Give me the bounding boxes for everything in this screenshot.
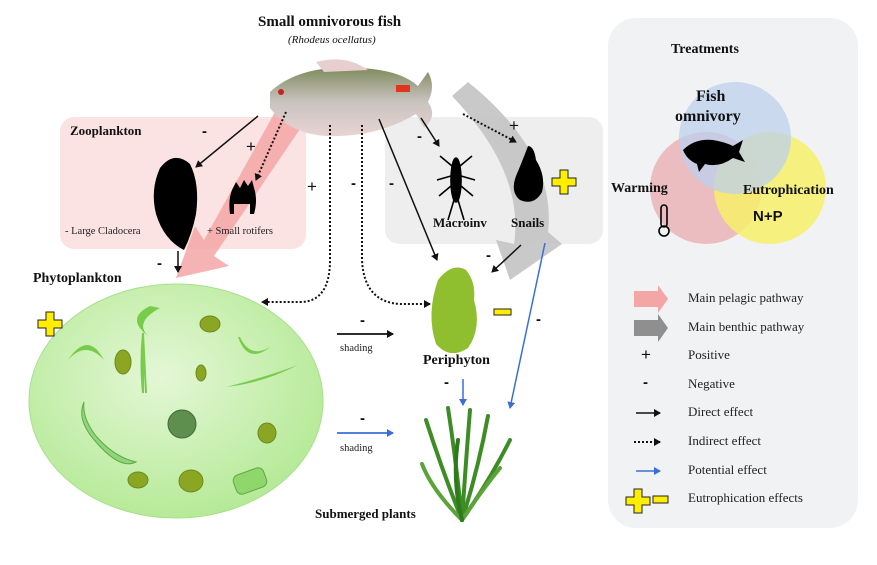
treatments-title: Treatments [671,42,739,57]
snail-icon [513,146,544,202]
venn-warming: Warming [611,181,668,196]
sign-fish-periphyton-indirect: - [351,175,356,192]
eutrophication-plus-snails [551,169,577,195]
zooplankton-label: Zooplankton [70,123,142,138]
arrow-fish-to-rotifers [254,111,287,181]
arrow-snails-to-plants [507,242,546,409]
arrow-fish-to-macroinv [420,117,440,147]
venn-eutrophication: Eutrophication [743,183,834,198]
phytoplankton-label: Phytoplankton [33,271,122,286]
submerged-plants-label: Submerged plants [315,506,416,521]
arrow-fish-to-snails [462,113,517,143]
arrow-fish-to-cladocera [195,115,259,168]
sign-fish-periphyton-direct: - [389,175,394,192]
fish-silhouette-icon [683,139,745,172]
diagram-title: Small omnivorous fish [258,14,402,30]
sign-phyto-plants: - [360,410,365,427]
cladocera-icon [153,157,198,250]
macroinv-icon [436,155,476,221]
legend-negative-label: Negative [688,376,735,391]
fish-photo [270,59,433,137]
legend-negative-symbol: - [643,374,648,391]
sign-fish-snails: + [509,116,519,135]
venn-fish-omnivory-line2: omnivory [675,108,741,125]
sign-periphyton-plants: - [444,374,449,391]
legend-potential-label: Potential effect [688,462,767,477]
sign-fish-macroinv: - [417,128,422,145]
sign-fish-cladocera: - [202,123,207,140]
shading-label-periphyton: shading [340,343,373,354]
species-name: (Rhodeus ocellatus) [288,34,376,46]
arrow-fish-indirect-to-periphyton [361,125,431,308]
phytoplankton-organisms [68,306,298,495]
sign-fish-rotifers: + [246,137,256,156]
sign-phyto-periphyton: - [360,312,365,329]
paren-open: ( [288,34,292,46]
periphyton-image [431,267,477,354]
paren-close: ) [372,34,376,46]
rotifer-icon [229,180,256,214]
small-rotifers-label: + Small rotifers [207,226,273,237]
venn-nutrients: N+P [753,208,783,225]
submerged-plants-image [420,406,512,522]
legend-eutrophication-label: Eutrophication effects [688,490,803,505]
legend-benthic-label: Main benthic pathway [688,319,805,334]
species-italic: Rhodeus ocellatus [291,34,373,46]
sign-zoo-phyto: - [157,255,162,272]
eutrophication-minus-periphyton [493,308,512,316]
arrow-fish-direct-to-periphyton [378,118,439,261]
legend-pelagic-label: Main pelagic pathway [688,290,804,305]
shading-label-plants: shading [340,443,373,454]
arrow-fish-to-phytoplankton [261,125,331,306]
arrow-snails-to-periphyton [491,244,522,273]
benthic-pathway-arrow [452,82,562,280]
macroinv-label: Macroinv [433,215,487,230]
legend-pelagic-arrow-icon [634,285,668,313]
legend-direct-label: Direct effect [688,404,754,419]
sign-snails-periphyton: - [486,247,491,264]
periphyton-label: Periphyton [423,353,490,368]
large-cladocera-label: - Large Cladocera [65,226,141,237]
eutrophication-plus-phytoplankton [37,311,63,337]
legend-benthic-arrow-icon [634,314,668,342]
legend-eutro-minus-icon [652,495,669,504]
legend-positive-symbol: + [641,345,651,364]
legend-indirect-label: Indirect effect [688,433,762,448]
snails-label: Snails [511,215,545,230]
sign-snails-plants: - [536,311,541,328]
legend-eutro-plus-icon [625,488,651,514]
venn-fish-omnivory-line1: Fish [696,88,726,105]
thermometer-icon [658,204,670,237]
phytoplankton-circle [28,283,324,519]
sign-fish-phytoplankton: + [307,177,317,196]
legend-positive-label: Positive [688,347,730,362]
